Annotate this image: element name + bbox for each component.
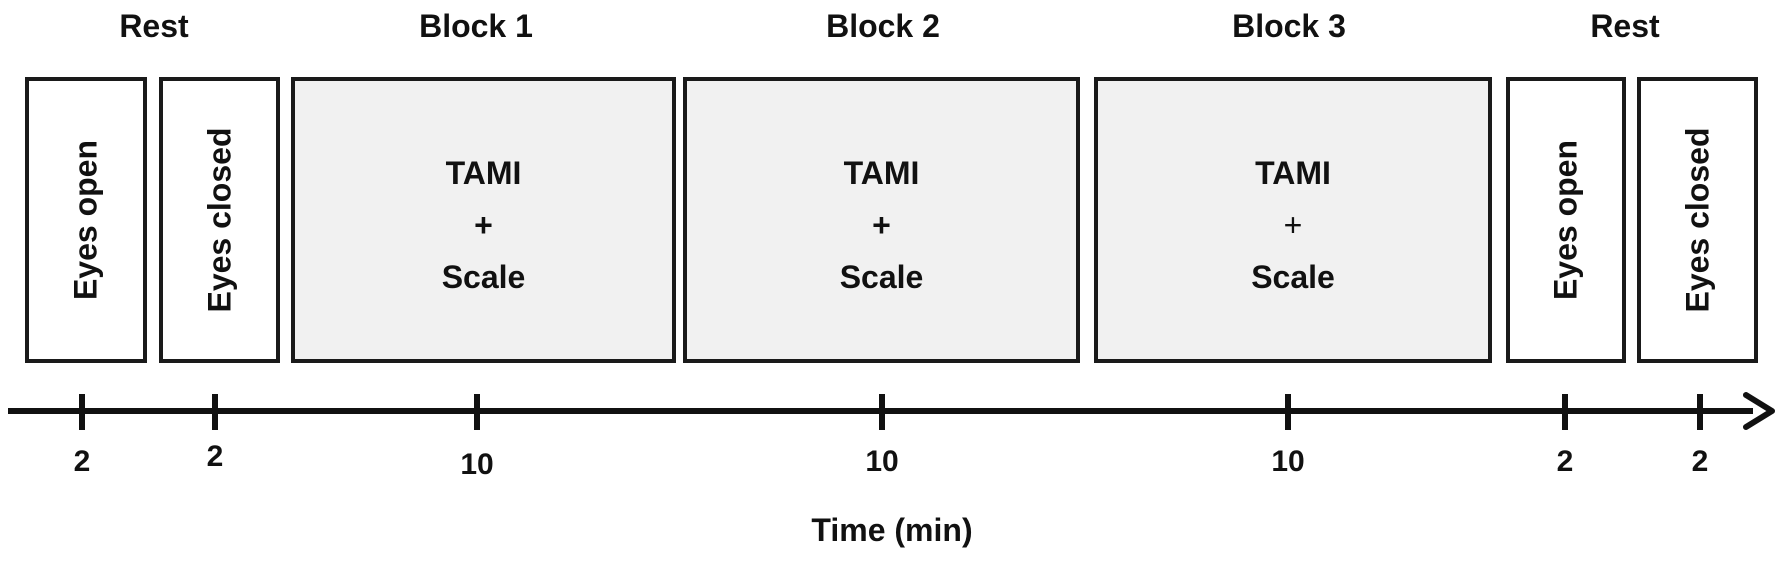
box-eyes-closed-2: Eyes closed xyxy=(1637,77,1758,363)
header-block-1: Block 1 xyxy=(419,8,533,44)
box-label: Eyes closed xyxy=(201,127,237,313)
scale-label: Scale xyxy=(1251,259,1335,295)
duration-label: 2 xyxy=(206,440,224,473)
tick-mark xyxy=(212,394,218,430)
axis-title: Time (min) xyxy=(811,512,973,548)
task-label: TAMI xyxy=(843,155,920,191)
duration-label: 2 xyxy=(73,445,91,478)
box-eyes-open-1: Eyes open xyxy=(25,77,147,363)
box-eyes-open-2: Eyes open xyxy=(1506,77,1626,363)
task-label: TAMI xyxy=(445,155,522,191)
duration-label: 2 xyxy=(1691,445,1709,478)
tick-mark xyxy=(79,394,85,430)
scale-label: Scale xyxy=(839,259,924,295)
scale-label: Scale xyxy=(441,259,526,295)
box-label: Eyes open xyxy=(1547,139,1584,301)
tick-mark xyxy=(1697,394,1703,430)
header-rest-left: Rest xyxy=(119,8,189,44)
task-label: TAMI xyxy=(1255,155,1331,191)
duration-label: 10 xyxy=(1271,445,1305,478)
plus-sign: + xyxy=(872,207,891,243)
plus-sign: + xyxy=(474,207,493,243)
arrow-head-icon xyxy=(1743,392,1775,430)
header-rest-right: Rest xyxy=(1590,8,1660,44)
duration-label: 10 xyxy=(460,448,494,481)
plus-sign: + xyxy=(1283,207,1303,243)
box-eyes-closed-1: Eyes closed xyxy=(159,77,280,363)
duration-label: 10 xyxy=(865,445,899,478)
header-block-3: Block 3 xyxy=(1232,8,1346,44)
tick-mark xyxy=(1562,394,1568,430)
tick-mark xyxy=(474,394,480,430)
tick-mark xyxy=(879,394,885,430)
box-block-3: TAMI + Scale xyxy=(1094,77,1492,363)
box-label: Eyes open xyxy=(67,139,104,301)
box-block-2: TAMI + Scale xyxy=(683,77,1080,363)
duration-label: 2 xyxy=(1556,445,1574,478)
tick-mark xyxy=(1285,394,1291,430)
box-block-1: TAMI + Scale xyxy=(291,77,676,363)
header-block-2: Block 2 xyxy=(826,8,940,44)
box-label: Eyes closed xyxy=(1679,127,1715,313)
